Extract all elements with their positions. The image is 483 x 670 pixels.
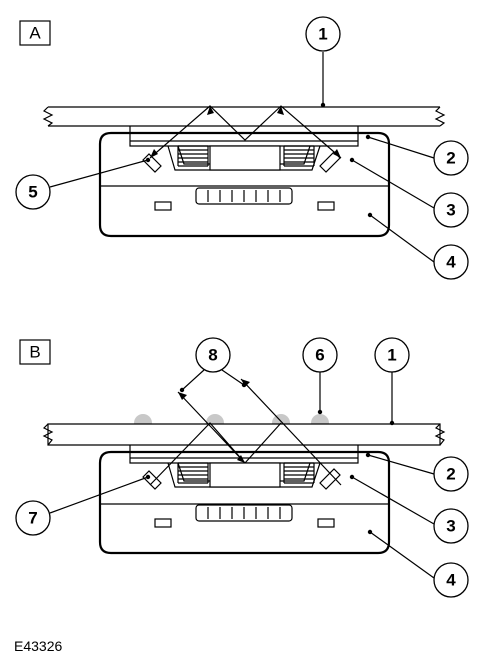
svg-text:1: 1 [387,346,396,365]
housing-a-grille [195,187,293,205]
callout-a-3: 3 [433,192,469,228]
panel-a-label: A [29,24,41,43]
arrow-a-head-left [150,149,158,158]
leader-b-8 [181,369,245,391]
callout-a-2: 2 [433,140,469,176]
callout-b-6: 6 [302,337,338,373]
leader-a-1-dot [320,102,326,108]
spring-a-left [177,145,209,167]
panel-a-label-box [19,20,51,46]
leader-b-8-dot-right [241,382,247,388]
leader-b-4-dot [367,529,373,535]
svg-text:4: 4 [446,571,456,590]
svg-text:7: 7 [28,509,37,528]
arrow-a-head-top-left [207,106,214,115]
spring-b-right [283,462,315,484]
callout-a-1: 1 [305,16,341,52]
leader-a-2-dot [365,134,371,140]
housing-a-grille-lines [207,190,281,202]
clip-b-center [209,462,281,488]
leader-b-2-dot [365,452,371,458]
figure-code: E43326 [14,638,62,654]
arrow-b-head-right [241,379,250,387]
svg-text:8: 8 [208,346,217,365]
arrow-a-head-right [333,149,341,158]
bezel-b [129,445,359,464]
svg-text:6: 6 [315,346,324,365]
panel-a: A [15,16,469,280]
spring-b-left [177,462,209,484]
leader-a-2 [367,136,435,159]
callout-a-4: 4 [433,244,469,280]
callout-b-2: 2 [433,456,469,492]
housing-b-slot-left [154,518,172,528]
callout-a-5: 5 [15,174,51,210]
arrow-a-path [149,105,342,159]
trim-panel-a [42,106,446,127]
leader-a-4-dot [367,212,373,218]
leader-b-2 [367,454,435,475]
callout-b-8: 8 [195,337,231,373]
svg-text:3: 3 [446,517,455,536]
leader-b-3-dot [349,474,355,480]
arrow-b-head-left [178,392,187,400]
svg-text:1: 1 [318,25,327,44]
tab-b-left [142,470,162,490]
housing-b-slot-right [317,518,335,528]
callout-b-7: 7 [15,500,51,536]
panel-b-label-box [19,339,51,365]
leader-a-5-dot [145,157,151,163]
leader-b-3 [351,476,435,525]
tab-b-right [319,468,341,490]
leader-b-4 [369,531,435,579]
svg-text:4: 4 [446,253,456,272]
svg-text:2: 2 [446,149,455,168]
clip-a-center [209,145,281,171]
trim-panel-b-ends [42,423,446,446]
callout-b-3: 3 [433,508,469,544]
callout-b-1: 1 [374,337,410,373]
leader-b-8-dot-left [179,387,185,393]
callout-b-4: 4 [433,562,469,598]
trim-panel-b [47,423,441,446]
leader-b-7 [49,476,149,514]
housing-a [98,131,391,238]
panel-b: B [15,337,469,598]
arrow-a-head-top-right [277,106,284,115]
leader-a-3 [351,159,435,209]
leader-b-7-dot [145,474,151,480]
housing-b-grille [195,504,293,522]
leader-a-4 [369,214,435,263]
spring-a-right [283,145,315,167]
svg-text:3: 3 [446,201,455,220]
panel-b-label: B [29,343,40,362]
housing-a-slot-right [317,201,335,211]
leader-b-1-dot [389,420,395,426]
leader-b-6-dot [317,409,323,415]
housing-b [98,450,391,555]
arrow-b-path-right [240,378,342,486]
svg-text:2: 2 [446,465,455,484]
svg-text:5: 5 [28,183,37,202]
arrow-b-path-left [149,391,246,486]
leader-a-5 [49,159,149,188]
arrow-b-head-center [237,455,245,463]
leader-a-3-dot [349,157,355,163]
housing-b-grille-lines [207,507,281,519]
housing-a-slot-left [154,201,172,211]
